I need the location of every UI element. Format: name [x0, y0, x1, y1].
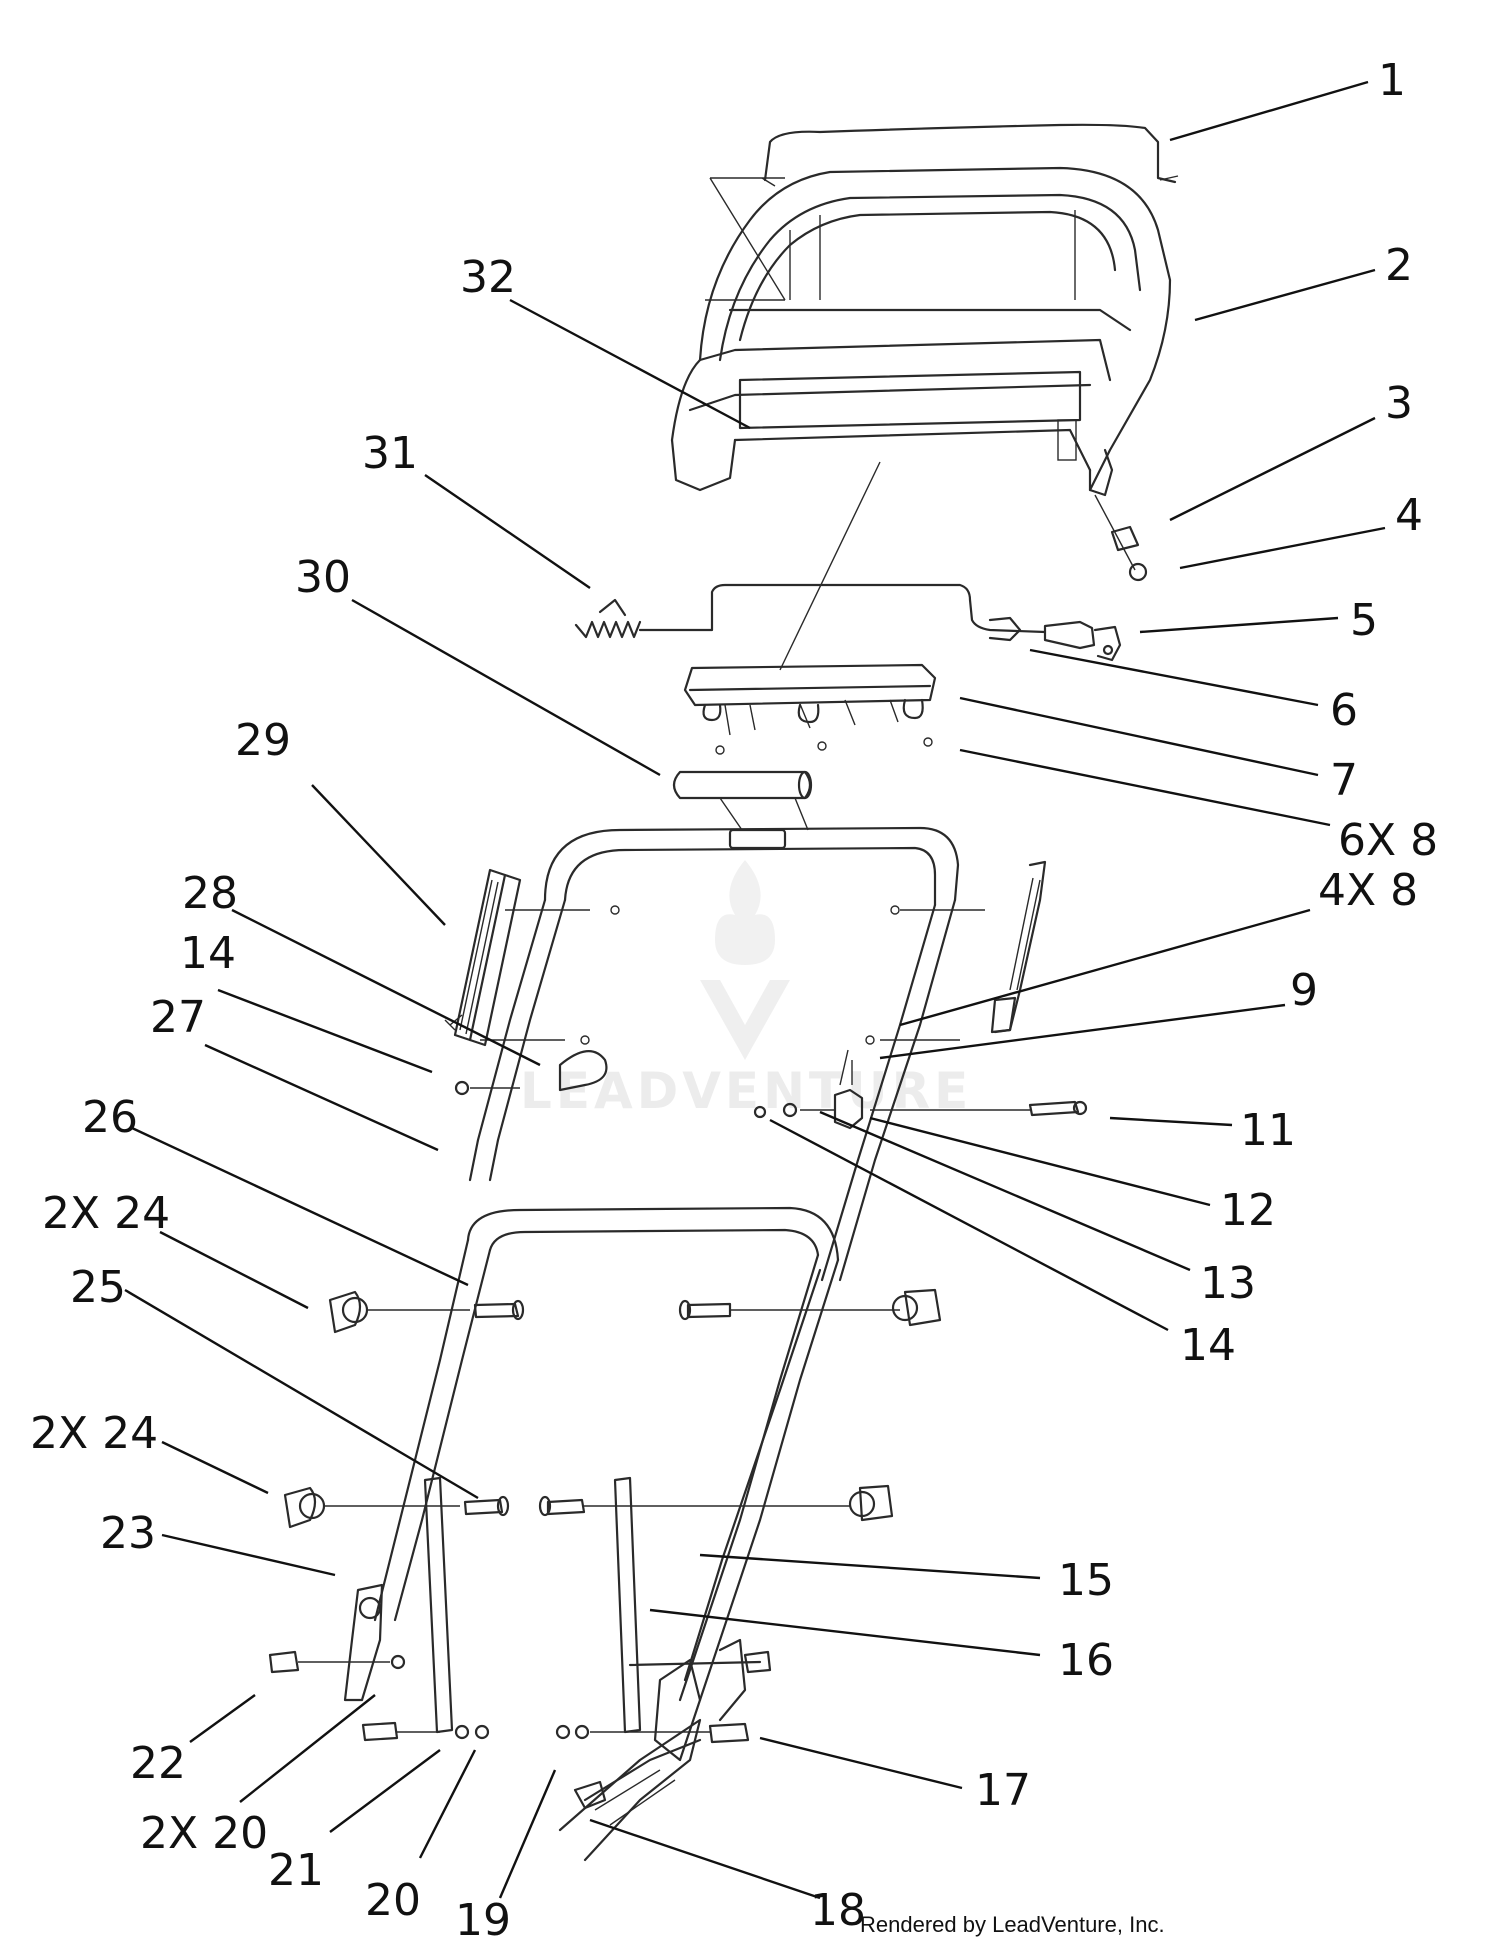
leader-26	[131, 1126, 469, 1287]
part-link-right	[613, 1476, 642, 1734]
callout-21: 21	[268, 1845, 324, 1896]
leader-6	[1029, 648, 1319, 707]
leader-12	[869, 1116, 1211, 1207]
callout-2x20: 2X 20	[140, 1808, 268, 1859]
watermark-flame	[715, 860, 775, 965]
callout-14-right: 14	[1180, 1320, 1236, 1371]
leader-27	[204, 1043, 439, 1152]
part-lower-bracket-right	[555, 1638, 772, 1862]
leader-28	[231, 908, 541, 1067]
part-handle-console	[670, 166, 1172, 497]
leader-29	[311, 784, 446, 926]
leader-14-left	[217, 988, 433, 1074]
leader-22	[189, 1694, 256, 1743]
part-lower-handle	[373, 1206, 840, 1702]
leader-20	[418, 1749, 477, 1859]
leader-2x20	[239, 1694, 376, 1803]
leader-16	[649, 1608, 1041, 1657]
leader-19	[498, 1769, 557, 1899]
callout-4: 4	[1395, 490, 1423, 541]
leader-4	[1179, 526, 1386, 570]
leader-25	[124, 1288, 479, 1500]
callout-29: 29	[235, 715, 291, 766]
part-side-rail-left	[453, 868, 620, 1047]
callout-6x8: 6X 8	[1338, 815, 1438, 866]
part-bracket	[683, 663, 937, 755]
part-spring	[574, 620, 642, 639]
callout-32: 32	[460, 252, 516, 303]
callout-3: 3	[1385, 378, 1413, 429]
leader-18	[589, 1818, 821, 1900]
part-lower-bracket-left	[268, 1583, 490, 1742]
callout-2x24-upper: 2X 24	[42, 1188, 170, 1239]
callout-25: 25	[70, 1262, 126, 1313]
callout-16: 16	[1058, 1635, 1114, 1686]
leader-2x24-upper	[159, 1230, 309, 1310]
part-grip-tube	[672, 770, 813, 800]
leader-2x24-lower	[161, 1440, 269, 1495]
leader-14-right	[769, 1118, 1169, 1332]
leader-32	[509, 298, 751, 430]
leader-13	[819, 1110, 1191, 1272]
leader-9	[879, 1003, 1286, 1060]
leader-17	[759, 1736, 963, 1790]
part-side-rail-right	[865, 860, 1047, 1045]
callout-4x8: 4X 8	[1318, 865, 1418, 916]
part-link-left	[423, 1476, 454, 1734]
callout-23: 23	[100, 1508, 156, 1559]
callout-13: 13	[1200, 1258, 1256, 1309]
leader-21	[329, 1749, 441, 1833]
part-cable-tie	[558, 1050, 608, 1092]
leader-5	[1139, 616, 1339, 634]
part-knobs-lower	[283, 1484, 894, 1529]
callout-30: 30	[295, 552, 351, 603]
callout-9: 9	[1290, 965, 1318, 1016]
callout-28: 28	[182, 868, 238, 919]
callout-5: 5	[1350, 595, 1378, 646]
leader-6x8	[959, 748, 1331, 827]
part-switch	[753, 1049, 1088, 1130]
part-control-rod	[638, 583, 1122, 662]
leader-15	[699, 1553, 1041, 1580]
callout-15: 15	[1058, 1555, 1114, 1606]
callout-11: 11	[1240, 1105, 1296, 1156]
leader-31	[424, 474, 591, 589]
leader-7	[959, 696, 1319, 777]
watermark: LEADVENTURE	[520, 860, 968, 1120]
leader-11	[1109, 1116, 1233, 1127]
part-knobs-upper	[328, 1288, 942, 1334]
callout-27: 27	[150, 992, 206, 1043]
callout-7: 7	[1330, 755, 1358, 806]
callout-2: 2	[1385, 240, 1413, 291]
callout-26: 26	[82, 1092, 138, 1143]
callout-19: 19	[455, 1895, 511, 1944]
callout-14-left: 14	[180, 928, 236, 979]
callout-17: 17	[975, 1765, 1031, 1816]
callout-labels: 1 2 3 4 5 6 7 6X 8 4X 8 9 11 12 13 14 15…	[30, 55, 1438, 1944]
leader-1	[1169, 80, 1369, 142]
part-plate	[1110, 525, 1140, 552]
part-bail-wire	[763, 123, 1177, 184]
callout-22: 22	[130, 1738, 186, 1789]
watermark-logo	[700, 980, 790, 1060]
leader-2	[1194, 268, 1376, 322]
render-credit: Rendered by LeadVenture, Inc.	[860, 1912, 1165, 1937]
callout-6: 6	[1330, 685, 1358, 736]
callout-2x24-lower: 2X 24	[30, 1408, 158, 1459]
part-upper-handle	[468, 797, 960, 1282]
leader-lines	[124, 80, 1386, 1900]
leader-4x8	[899, 908, 1311, 1027]
callout-20: 20	[365, 1875, 421, 1926]
leader-23	[161, 1533, 336, 1577]
leader-3	[1169, 416, 1376, 522]
callout-1: 1	[1378, 55, 1406, 106]
callout-31: 31	[362, 428, 418, 479]
callout-12: 12	[1220, 1185, 1276, 1236]
leader-30	[351, 598, 661, 777]
callout-18: 18	[810, 1885, 866, 1936]
